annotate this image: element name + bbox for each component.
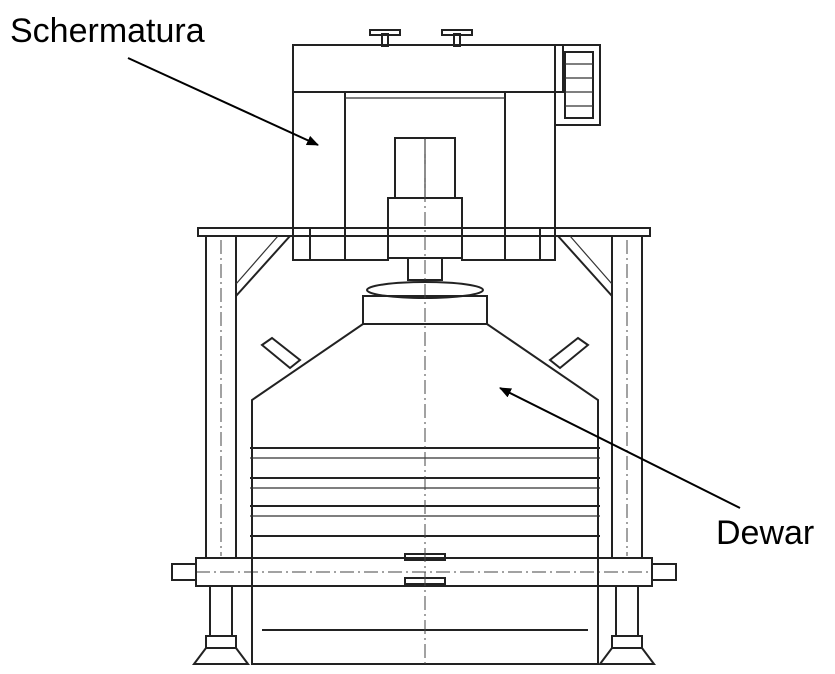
shield-left-wall [292,91,346,261]
label-dewar: Dewar [716,514,814,552]
foot-right [598,585,656,665]
knob-left [171,563,197,581]
table-top [197,227,651,237]
arrow-shield [127,57,319,146]
shield-bottom-right [461,227,541,261]
arrow-dewar [499,387,741,509]
dewar-handle-left [260,336,302,370]
shield-right-wall [504,91,556,261]
knob-right [651,563,677,581]
foot-left [192,585,250,665]
cap-knob-left [369,29,401,47]
dewar-handle-right [548,336,590,370]
dewar-vessel [250,140,600,665]
shield-bottom-left [309,227,389,261]
label-shield: Schermatura [10,12,205,50]
shielding-assembly [292,29,601,281]
cap-knob-right [441,29,473,47]
dewar-body [251,323,599,665]
support-frame [171,227,677,665]
side-bolt-block [554,44,601,126]
shield-top-cap [292,44,564,93]
